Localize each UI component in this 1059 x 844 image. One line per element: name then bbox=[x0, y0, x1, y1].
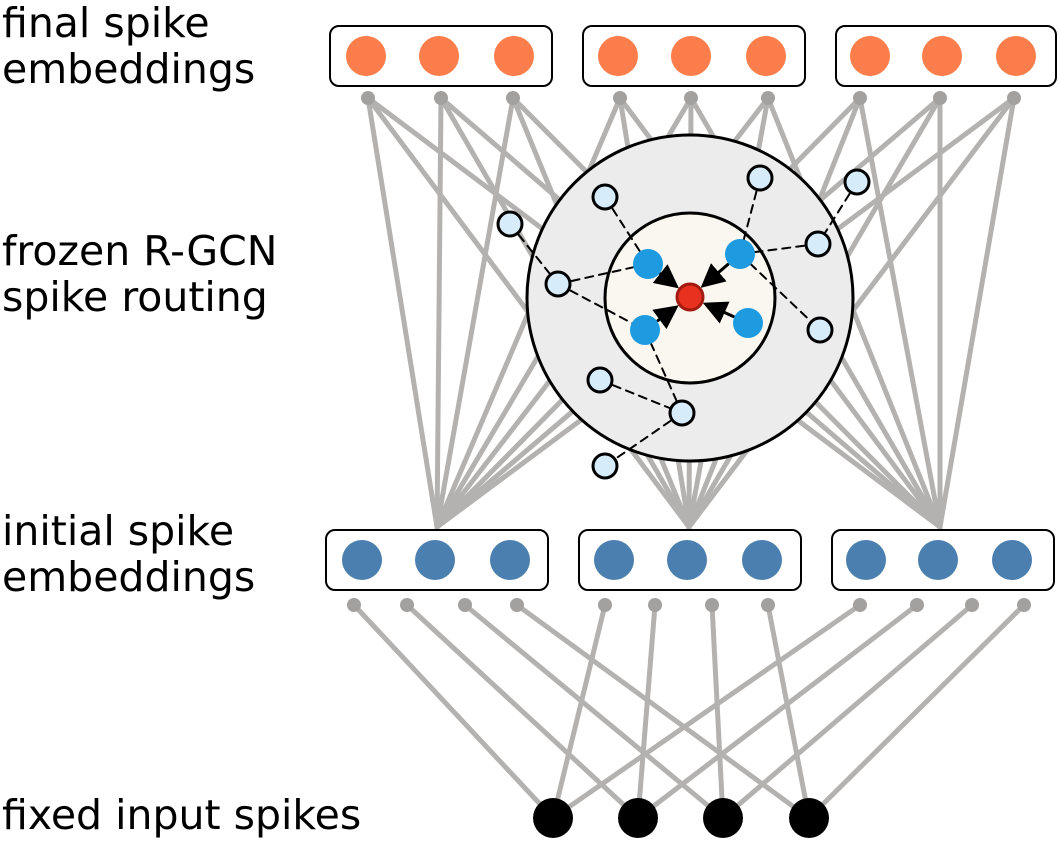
initial-embedding-node bbox=[667, 540, 707, 580]
graph-node-peripheral bbox=[804, 230, 832, 258]
initial-embedding-node bbox=[490, 540, 530, 580]
graph-node-core bbox=[630, 315, 660, 345]
input-spike-node bbox=[533, 798, 573, 838]
graph-node-peripheral bbox=[591, 452, 619, 480]
connection-initial-to-final bbox=[434, 95, 516, 530]
connector-dot-initial bbox=[1017, 598, 1031, 612]
connector-dot-initial bbox=[853, 598, 867, 612]
initial-embedding-node bbox=[415, 540, 455, 580]
connection-initial-to-final bbox=[937, 95, 1017, 530]
connector-dot-final bbox=[684, 91, 698, 105]
final-embedding-node bbox=[922, 36, 962, 76]
connection-initial-to-final bbox=[434, 95, 444, 530]
final-embedding-node bbox=[996, 36, 1036, 76]
initial-embedding-node bbox=[742, 540, 782, 580]
label-final-spike-embeddings: final spike embeddings bbox=[2, 0, 256, 93]
initial-embedding-node bbox=[342, 540, 382, 580]
initial-embedding-node bbox=[594, 540, 634, 580]
connector-dot-final bbox=[361, 91, 375, 105]
connector-dot-initial bbox=[910, 598, 924, 612]
connector-dot-final bbox=[1007, 91, 1021, 105]
connection-input-to-initial bbox=[550, 602, 608, 821]
connection-initial-to-final bbox=[857, 95, 943, 530]
connection-input-to-initial bbox=[550, 602, 863, 821]
connection-input-to-initial bbox=[720, 602, 975, 821]
connection-input-to-initial bbox=[765, 602, 812, 821]
graph-edge-arrow bbox=[702, 301, 735, 324]
graph-edge-dashed bbox=[557, 263, 649, 285]
graph-node-target bbox=[675, 282, 705, 312]
graph-edge-dashed bbox=[644, 329, 683, 414]
input-spikes bbox=[533, 798, 829, 838]
connection-input-to-initial bbox=[635, 602, 658, 821]
label-frozen-rgcn-spike-routing: frozen R-GCN spike routing bbox=[2, 227, 278, 321]
final-embedding-node bbox=[671, 36, 711, 76]
input-spike-node bbox=[618, 798, 658, 838]
graph-edge-dashed bbox=[739, 253, 821, 331]
graph-node-peripheral bbox=[746, 164, 774, 192]
connector-dot-initial bbox=[598, 598, 612, 612]
connector-dot-final bbox=[434, 91, 448, 105]
graph-edge-arrow bbox=[652, 305, 679, 330]
initial-embedding-node bbox=[992, 540, 1032, 580]
input-spike-node bbox=[703, 798, 743, 838]
label-fixed-input-spikes: fixed input spikes bbox=[2, 791, 362, 839]
connection-input-to-initial bbox=[635, 602, 920, 821]
connector-dot-final bbox=[933, 91, 947, 105]
connection-initial-to-final bbox=[365, 95, 440, 530]
connector-dot-initial bbox=[965, 598, 979, 612]
graph-node-core bbox=[733, 308, 763, 338]
graph-node-peripheral bbox=[591, 183, 619, 211]
initial-embedding-node bbox=[918, 540, 958, 580]
label-initial-spike-embeddings: initial spike embeddings bbox=[2, 507, 256, 601]
graph-edge-arrow bbox=[700, 262, 730, 288]
connector-dot-initial bbox=[458, 598, 472, 612]
final-embedding-node bbox=[598, 36, 638, 76]
connector-dot-final bbox=[506, 91, 520, 105]
graph-edge-dashed bbox=[604, 412, 683, 467]
connector-dot-initial bbox=[705, 598, 719, 612]
connection-input-to-initial bbox=[404, 602, 641, 821]
graph-node-core bbox=[633, 249, 663, 279]
connection-input-to-initial bbox=[806, 602, 1027, 821]
connection-initial-to-final bbox=[765, 95, 943, 530]
embedding-groups bbox=[325, 25, 1057, 591]
connection-input-to-initial bbox=[514, 602, 812, 821]
input-spike-node bbox=[789, 798, 829, 838]
graph-node-peripheral bbox=[806, 316, 834, 344]
final-embedding-node bbox=[746, 36, 786, 76]
connector-dot-final bbox=[761, 91, 775, 105]
connector-dot-final bbox=[853, 91, 867, 105]
final-embedding-node bbox=[346, 36, 386, 76]
initial-embedding-node bbox=[846, 540, 886, 580]
final-embedding-node bbox=[419, 36, 459, 76]
graph-edge-arrow bbox=[652, 264, 679, 289]
connector-dot-initial bbox=[510, 598, 524, 612]
connector-dot-initial bbox=[648, 598, 662, 612]
connector-dot-initial bbox=[400, 598, 414, 612]
graph-edge-dashed bbox=[557, 283, 646, 331]
connector-dot-initial bbox=[761, 598, 775, 612]
graph-node-peripheral bbox=[544, 270, 572, 298]
graph-node-peripheral bbox=[586, 366, 614, 394]
graph-node-peripheral bbox=[668, 399, 696, 427]
connector-dot-final bbox=[613, 91, 627, 105]
connection-input-to-initial bbox=[709, 602, 726, 821]
connector-dots bbox=[347, 91, 1031, 612]
final-embedding-node bbox=[494, 36, 534, 76]
graph-node-peripheral bbox=[496, 210, 524, 238]
routing-graph bbox=[496, 164, 871, 480]
graph-edge-dashed bbox=[599, 379, 683, 414]
graph-node-core bbox=[725, 239, 755, 269]
final-embedding-node bbox=[850, 36, 890, 76]
graph-node-peripheral bbox=[843, 168, 871, 196]
connector-dot-initial bbox=[347, 598, 361, 612]
connection-input-to-initial bbox=[351, 602, 556, 821]
connection-input-to-initial bbox=[462, 602, 726, 821]
